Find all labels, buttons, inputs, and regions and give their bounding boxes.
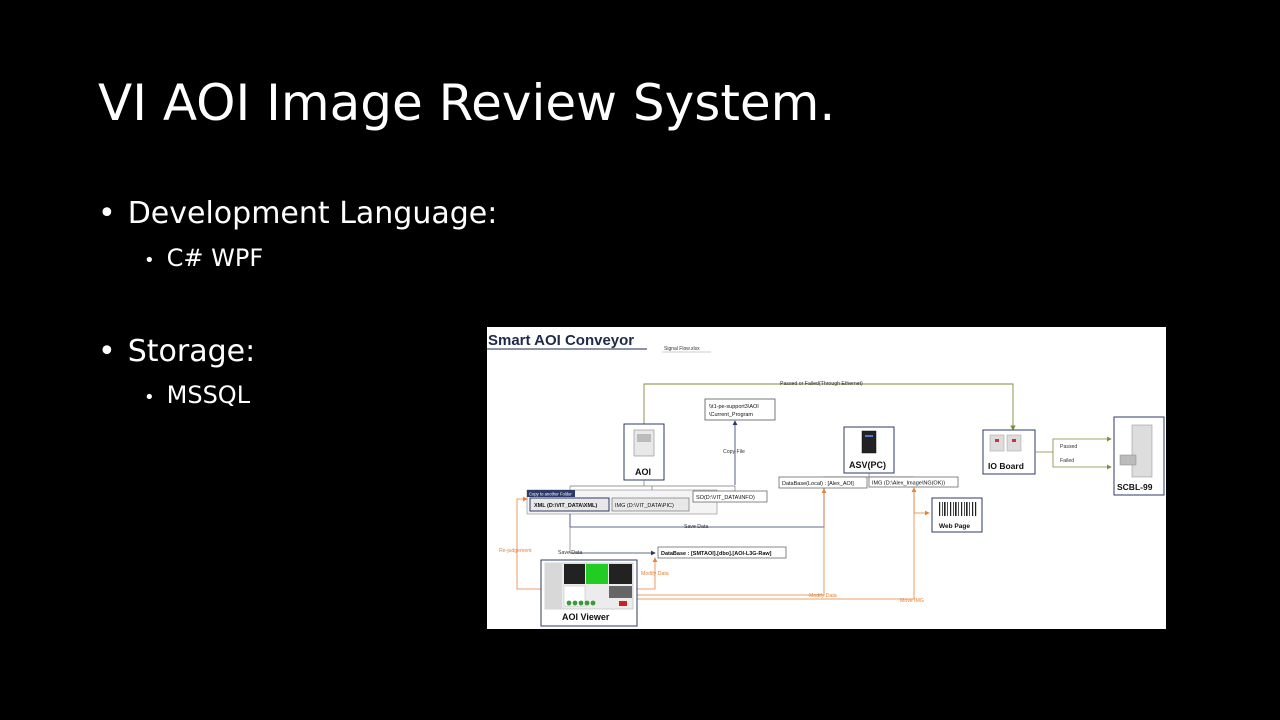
failed-line	[1052, 452, 1112, 470]
bullet-text: MSSQL	[166, 381, 251, 409]
move-img-line	[637, 487, 917, 600]
rejudgement-line	[516, 496, 541, 590]
label-copy-file: Copy File	[723, 449, 745, 455]
bullet-text: Storage:	[127, 334, 256, 369]
xml-label: XML (D:\VIT_DATA\XML)	[534, 503, 597, 509]
bullet-storage: • Storage:	[98, 334, 255, 369]
xml-box	[529, 497, 610, 512]
bullet-dot: •	[98, 334, 116, 369]
bullet-dot: •	[98, 196, 116, 231]
ethernet-flow-line	[643, 383, 1016, 431]
diagram-canvas: Smart AOI Conveyor Signal Flow.xlsx Pass…	[487, 332, 1165, 627]
img-label: IMG (D:\VIT_DATA\PIC)	[615, 503, 674, 509]
label-re-judgement: Re-judgement	[499, 548, 532, 554]
so-label: SO(D:\VIT_DATA\INFO)	[696, 495, 755, 501]
db-local-box	[778, 476, 868, 489]
aoi-machine-window	[637, 434, 651, 442]
img-box	[611, 497, 690, 512]
bullet-text: Development Language:	[127, 196, 498, 231]
file-link[interactable]: Signal Flow.xlsx	[664, 346, 700, 352]
io-board-label: IO Board	[988, 461, 1024, 471]
db-smt-label: DataBase : [SMTAOI].[dbo].[AOI-L3G-Raw]	[661, 551, 772, 557]
asv-pc-icon	[861, 430, 877, 454]
label-passed: Passed	[1060, 444, 1077, 450]
img-ng-box	[868, 476, 959, 488]
signal-flow-diagram: Smart AOI Conveyor Signal Flow.xlsx Pass…	[487, 327, 1166, 629]
io-board-led-right	[1012, 439, 1016, 442]
io-board-icon-left	[989, 434, 1005, 452]
label-modify-data-1: Modify Data	[641, 571, 669, 577]
modify-data-line-2	[637, 488, 827, 596]
copy-folder-label: Copy to another Folder	[529, 492, 572, 497]
asv-label: ASV(PC)	[849, 460, 886, 470]
program-path-line1: \\t1-pe-support3\AOI	[709, 404, 759, 410]
label-modify-data-2: Modify Data	[809, 593, 837, 599]
img-ng-label: IMG (D:\Alex_Image\NG(OK))	[872, 481, 945, 487]
label-save-data-2: Save Data	[558, 550, 582, 556]
bullet-mssql: • MSSQL	[144, 381, 250, 409]
aoi-machine-icon	[633, 429, 655, 457]
label-ethernet: Passed or Failed(Through Ethernet)	[780, 381, 863, 387]
barcode-icon	[939, 502, 977, 516]
label-move-img: Move IMG	[900, 598, 924, 604]
web-page-label: Web Page	[939, 523, 970, 530]
aoi-viewer-label: AOI Viewer	[562, 612, 610, 622]
io-board-icon-right	[1006, 434, 1022, 452]
label-failed: Failed	[1060, 458, 1074, 464]
bullet-dev-language: • Development Language:	[98, 196, 497, 231]
aoi-label: AOI	[635, 467, 651, 477]
asv-pc-led	[865, 435, 873, 437]
bullet-dot: •	[144, 387, 155, 408]
scbl-machine-icon	[1131, 424, 1153, 478]
program-path-line2: \Current_Program	[709, 412, 753, 418]
copy-folder-tag	[527, 490, 575, 497]
modify-data-line-1	[637, 557, 658, 590]
bullet-csharp: • C# WPF	[144, 244, 263, 272]
aoi-viewer-screenshot-icon	[544, 562, 634, 610]
scbl-conveyor-icon	[1119, 454, 1137, 466]
web-page-node	[931, 497, 983, 533]
passed-line	[1035, 436, 1112, 453]
slide-title: VI AOI Image Review System.	[98, 74, 836, 132]
so-box	[692, 490, 768, 503]
io-board-led-left	[995, 439, 999, 442]
program-path-box	[704, 398, 776, 421]
scbl-label: SCBL-99	[1117, 482, 1153, 492]
db-local-label: DataBase(Local) : [Alex_AOI]	[782, 481, 854, 487]
bullet-dot: •	[144, 250, 155, 271]
bullet-text: C# WPF	[166, 244, 264, 272]
db-smt-box	[657, 546, 787, 559]
diagram-title: Smart AOI Conveyor	[488, 332, 634, 349]
label-save-data-1: Save Data	[684, 524, 708, 530]
